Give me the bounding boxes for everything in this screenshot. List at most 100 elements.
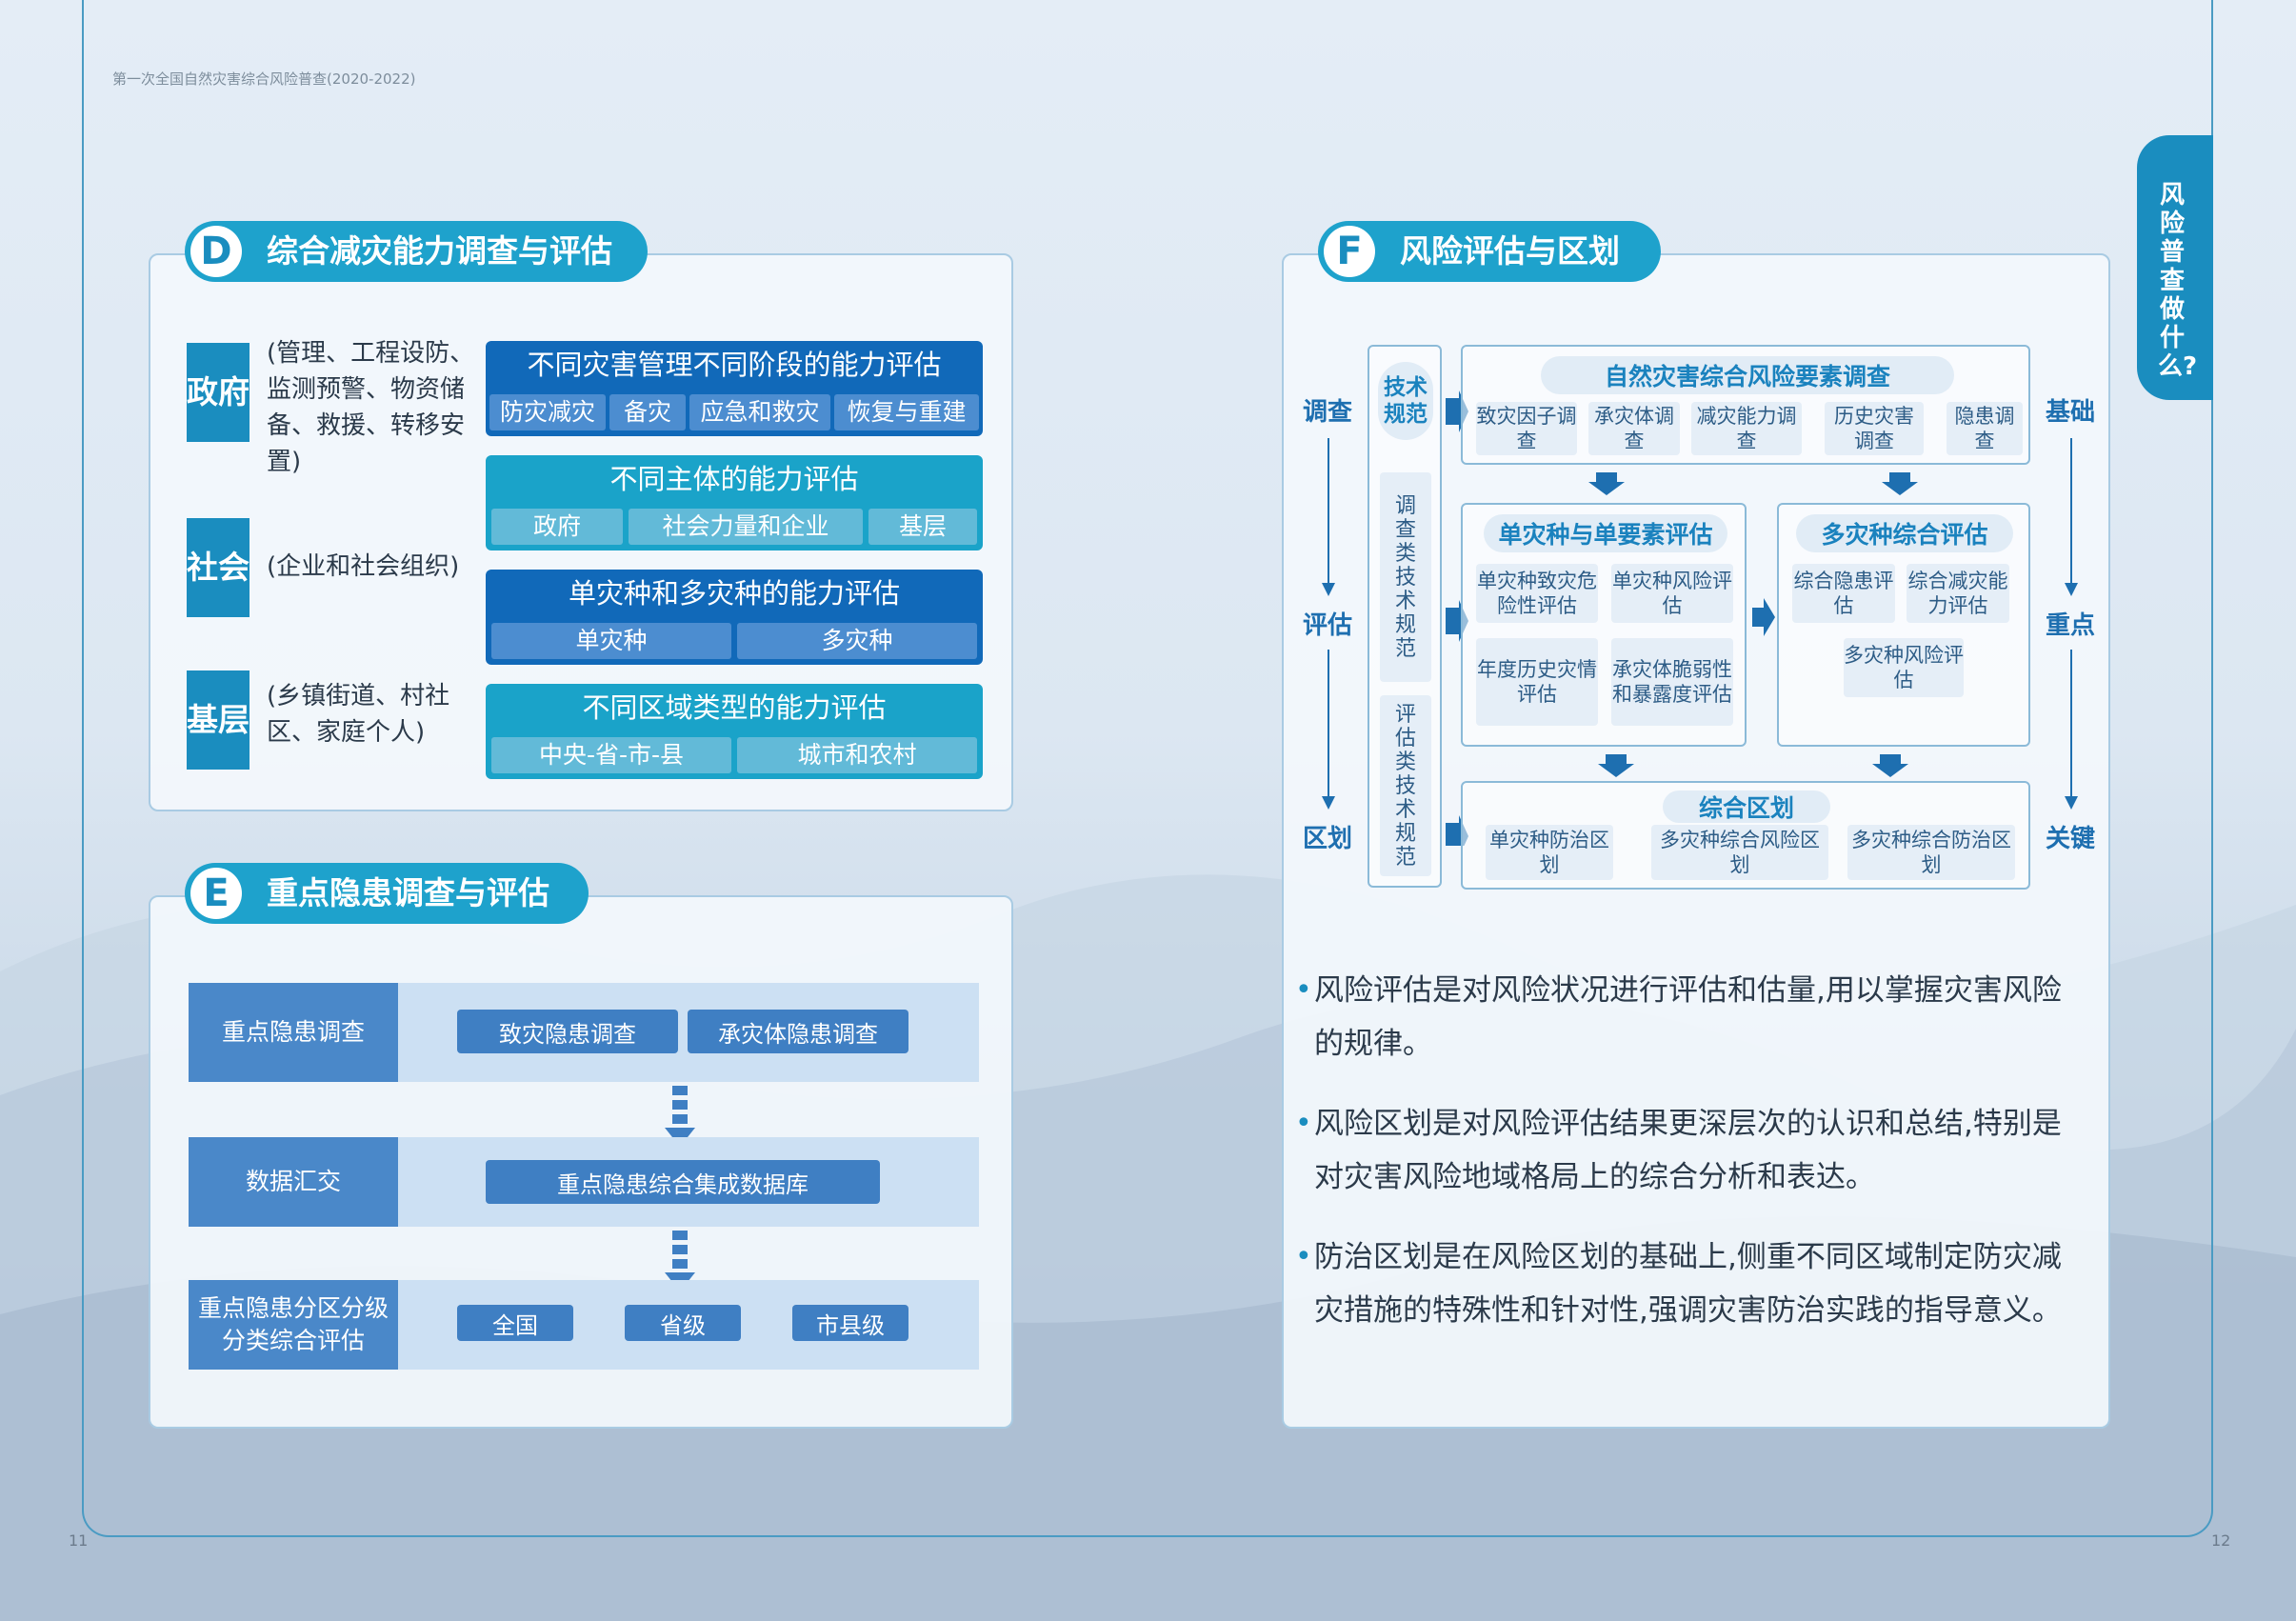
phase-label-key: 关键	[2045, 824, 2095, 853]
group-note-society: (企业和社会组织)	[267, 552, 460, 581]
tech-spec-column: 技术规范 调查类技术规范 评估类技术规范	[1368, 345, 1442, 888]
section-d-panel: 政府 (管理、工程设防、监测预警、物资储备、救援、转移安置) 社会 (企业和社会…	[149, 253, 1013, 811]
box-cell: 多灾种	[737, 623, 977, 659]
zoning-title: 综合区划	[1663, 790, 1830, 823]
section-f-letter: F	[1324, 226, 1375, 277]
bullet-dot-icon: •	[1295, 1240, 1312, 1273]
section-e-panel: 重点隐患调查 致灾隐患调查 承灾体隐患调查 数据汇交 重点隐患综合集成数据库 重…	[149, 895, 1013, 1429]
risk-element-survey-box: 自然灾害综合风险要素调查 致灾因子调查 承灾体调查 减灾能力调查 历史灾害调查 …	[1461, 345, 2030, 465]
flow-item: 重点隐患综合集成数据库	[486, 1160, 880, 1204]
side-tab-label: 风险普查做什么?	[2158, 181, 2198, 381]
section-e-title-text: 重点隐患调查与评估	[267, 874, 549, 911]
box-cell: 政府	[491, 509, 623, 545]
section-f-panel: 调查 评估 区划 基础 重点 关键 技术规范 调查类技术规范 评估类技术规范 自…	[1282, 253, 2110, 1429]
eval-spec: 评估类技术规范	[1380, 695, 1431, 876]
phase-arrows-left-icon	[1322, 438, 1335, 810]
box-title: 不同区域类型的能力评估	[582, 691, 887, 724]
box-cell: 备灾	[609, 394, 686, 430]
single-eval-item: 年度历史灾情评估	[1476, 638, 1598, 726]
section-e-title: E 重点隐患调查与评估	[185, 863, 589, 924]
group-label-society: 社会	[187, 518, 250, 617]
box-title: 不同灾害管理不同阶段的能力评估	[527, 349, 942, 381]
capability-box-disaster-stage: 不同灾害管理不同阶段的能力评估 防灾减灾 备灾 应急和救灾 恢复与重建	[486, 341, 983, 436]
capability-box-hazard-types: 单灾种和多灾种的能力评估 单灾种 多灾种	[486, 570, 983, 665]
section-d-title: D 综合减灾能力调查与评估	[185, 221, 648, 282]
section-d-title-text: 综合减灾能力调查与评估	[267, 232, 612, 270]
box-cell: 城市和农村	[737, 737, 977, 773]
phase-label-foundation: 基础	[2045, 397, 2095, 427]
bullet-paragraph: • 风险区划是对风险评估结果更深层次的认识和总结,特别是对灾害风险地域格局上的综…	[1295, 1097, 2086, 1204]
group-label-government-text: 政府	[187, 373, 250, 410]
flow-item: 承灾体隐患调查	[688, 1010, 908, 1053]
bullet-paragraph: • 风险评估是对风险状况进行评估和估量,用以掌握灾害风险的规律。	[1295, 964, 2086, 1071]
box-cell: 社会力量和企业	[629, 509, 863, 545]
single-eval-item: 单灾种致灾危险性评估	[1476, 564, 1598, 623]
multi-eval-item: 综合减灾能力评估	[1907, 564, 2009, 623]
bullet-dot-icon: •	[1295, 973, 1312, 1007]
zoning-item: 多灾种综合风险区划	[1651, 825, 1828, 880]
running-header: 第一次全国自然灾害综合风险普查(2020-2022)	[112, 70, 416, 88]
group-label-grassroots-text: 基层	[187, 701, 250, 738]
zoning-item: 多灾种综合防治区划	[1847, 825, 2015, 880]
survey-title: 自然灾害综合风险要素调查	[1541, 356, 1954, 394]
group-note-grassroots: (乡镇街道、村社区、家庭个人)	[267, 682, 450, 747]
page-frame	[82, 0, 2213, 1537]
box-title: 单灾种和多灾种的能力评估	[568, 577, 900, 610]
capability-box-subjects: 不同主体的能力评估 政府 社会力量和企业 基层	[486, 455, 983, 550]
capability-box-regions: 不同区域类型的能力评估 中央-省-市-县 城市和农村	[486, 684, 983, 779]
bullet-text: 防治区划是在风险区划的基础上,侧重不同区域制定防灾减灾措施的特殊性和针对性,强调…	[1314, 1240, 2062, 1328]
tech-spec-title: 技术规范	[1378, 362, 1433, 440]
phase-label-evaluate: 评估	[1302, 610, 1352, 640]
page-number-left: 11	[69, 1531, 89, 1550]
flow-item: 省级	[625, 1305, 741, 1341]
phase-label-survey: 调查	[1302, 397, 1352, 427]
bullet-text: 风险区划是对风险评估结果更深层次的认识和总结,特别是对灾害风险地域格局上的综合分…	[1314, 1107, 2062, 1194]
section-f-title: F 风险评估与区划	[1318, 221, 1661, 282]
survey-item: 隐患调查	[1947, 402, 2023, 455]
flow-item: 致灾隐患调查	[457, 1010, 678, 1053]
flow-item: 全国	[457, 1305, 573, 1341]
single-eval-item: 承灾体脆弱性和暴露度评估	[1611, 638, 1733, 726]
phase-label-focus: 重点	[2045, 610, 2095, 640]
box-title: 不同主体的能力评估	[609, 463, 859, 495]
group-label-government: 政府	[187, 343, 250, 442]
single-eval-item: 单灾种风险评估	[1611, 564, 1733, 623]
box-cell: 中央-省-市-县	[491, 737, 731, 773]
survey-item: 致灾因子调查	[1476, 402, 1577, 455]
eval-down-arrows-icon	[1598, 754, 1908, 777]
multi-eval-item: 多灾种风险评估	[1844, 638, 1964, 697]
section-d-letter: D	[190, 226, 242, 277]
bullet-paragraph: • 防治区划是在风险区划的基础上,侧重不同区域制定防灾减灾措施的特殊性和针对性,…	[1295, 1231, 2086, 1337]
box-cell: 基层	[868, 509, 977, 545]
multi-eval-item: 综合隐患评估	[1792, 564, 1895, 623]
page-number-right: 12	[2211, 1531, 2231, 1550]
group-label-society-text: 社会	[187, 549, 250, 586]
phase-arrows-right-icon	[2065, 438, 2078, 810]
single-eval-title: 单灾种与单要素评估	[1484, 514, 1727, 552]
section-e-letter: E	[190, 868, 242, 919]
box-cell: 防灾减灾	[489, 394, 606, 430]
group-label-grassroots: 基层	[187, 670, 250, 770]
survey-item: 承灾体调查	[1588, 402, 1680, 455]
side-tab: 风险普查做什么?	[2137, 135, 2213, 400]
comprehensive-zoning-box: 综合区划 单灾种防治区划 多灾种综合风险区划 多灾种综合防治区划	[1461, 781, 2030, 890]
survey-down-arrows-icon	[1588, 472, 1918, 495]
single-hazard-eval-box: 单灾种与单要素评估 单灾种致灾危险性评估 单灾种风险评估 年度历史灾情评估 承灾…	[1461, 503, 1747, 747]
flow-row-label: 重点隐患分区分级分类综合评估	[189, 1280, 398, 1370]
phase-label-zoning: 区划	[1302, 824, 1352, 853]
multi-eval-title: 多灾种综合评估	[1796, 514, 2013, 552]
multi-hazard-eval-box: 多灾种综合评估 综合隐患评估 综合减灾能力评估 多灾种风险评估	[1777, 503, 2030, 747]
survey-item: 历史灾害调查	[1825, 402, 1924, 455]
zoning-item: 单灾种防治区划	[1486, 825, 1613, 880]
flow-row-label: 重点隐患调查	[189, 983, 398, 1082]
flow-item: 市县级	[792, 1305, 908, 1341]
box-cell: 应急和救灾	[689, 394, 830, 430]
survey-item: 减灾能力调查	[1691, 402, 1802, 455]
single-to-multi-arrow-icon	[1752, 598, 1775, 636]
bullet-dot-icon: •	[1295, 1107, 1312, 1140]
section-f-title-text: 风险评估与区划	[1400, 232, 1620, 270]
survey-spec: 调查类技术规范	[1380, 472, 1431, 682]
flow-row-label: 数据汇交	[189, 1137, 398, 1227]
group-note-government: (管理、工程设防、监测预警、物资储备、救援、转移安置)	[267, 339, 475, 476]
bullet-text: 风险评估是对风险状况进行评估和估量,用以掌握灾害风险的规律。	[1314, 973, 2062, 1061]
